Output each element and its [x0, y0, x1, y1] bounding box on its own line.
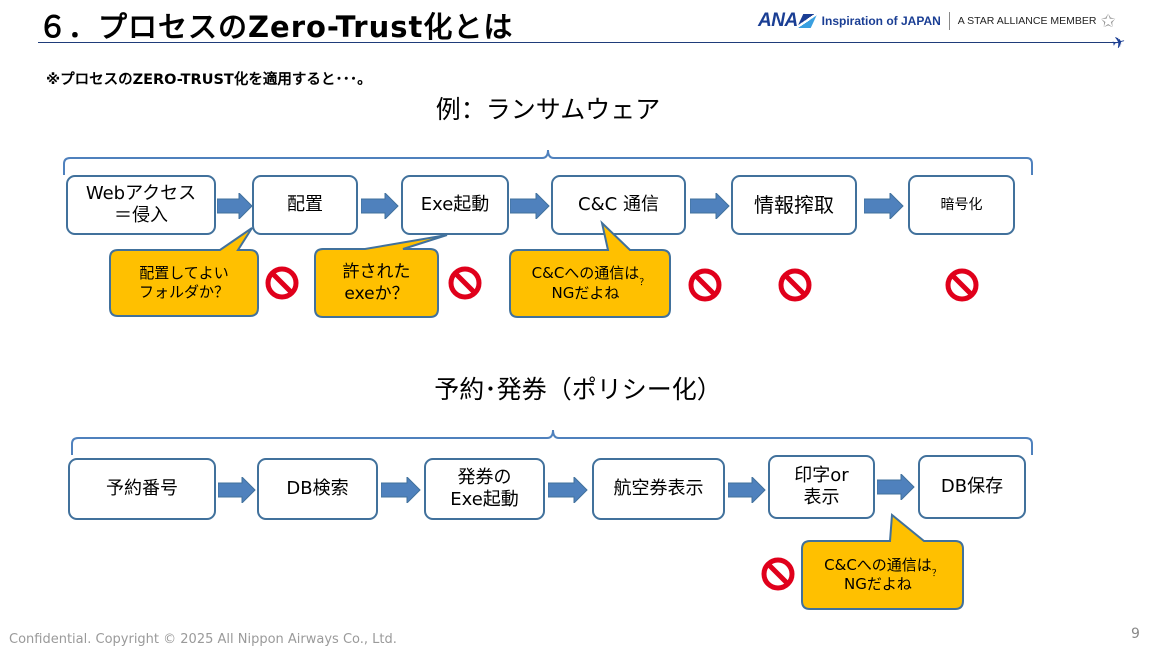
- callout-cc-ng-2-suffix: ？: [931, 569, 941, 580]
- callout-cc-ng-2-main: C&Cへの通信は NGだよね: [824, 555, 932, 594]
- prohibited-icon: [448, 266, 482, 300]
- step-data-exfiltration: 情報搾取: [731, 175, 857, 235]
- footer-copyright: Confidential. Copyright © 2025 All Nippo…: [9, 632, 397, 647]
- section1-title: 例：ランサムウェア: [435, 95, 661, 124]
- flow-arrow: [381, 477, 421, 503]
- prohibited-icon: [265, 266, 299, 300]
- callout-cc-ng-2: [801, 513, 964, 610]
- step-cc-communication: C&C 通信: [551, 175, 686, 235]
- flow-arrow: [361, 193, 399, 219]
- callout-cc-ng-1: [509, 219, 671, 318]
- step-web-access: Webアクセス ＝侵入: [66, 175, 216, 235]
- callout-allowed-exe: [314, 234, 448, 318]
- step-exe-launch: Exe起動: [401, 175, 509, 235]
- callout-cc-ng-1-suffix: ？: [639, 277, 649, 288]
- logo-separator: [948, 12, 950, 30]
- section2-title: 予約･発券（ポリシー化）: [434, 375, 722, 404]
- flow-arrow: [877, 474, 915, 500]
- flow-arrow: [510, 193, 550, 219]
- prohibited-icon: [778, 268, 812, 302]
- flow-arrow: [548, 477, 588, 503]
- logo-tagline: Inspiration of JAPAN: [821, 14, 941, 28]
- title-underline: [38, 42, 1118, 43]
- flow-arrow: [218, 477, 256, 503]
- step-reservation-number: 予約番号: [68, 458, 216, 520]
- callout-deploy-folder: [109, 227, 259, 317]
- star-alliance-icon: ✩: [1100, 10, 1116, 32]
- flow-arrow: [690, 193, 730, 219]
- prohibited-icon: [688, 268, 722, 302]
- prohibited-icon: [761, 557, 795, 591]
- ana-logo: ANA Inspiration of JAPAN A STAR ALLIANCE…: [758, 10, 1116, 32]
- section1-bracket: [63, 149, 1033, 175]
- prohibited-icon: [945, 268, 979, 302]
- callout-deploy-folder-text: 配置してよい フォルダか？: [138, 263, 229, 302]
- page-title: ６．プロセスのZero-Trust化とは: [38, 10, 514, 44]
- step-db-search: DB検索: [257, 458, 378, 520]
- callout-cc-ng-1-text: C&Cへの通信は NGだよね？: [510, 250, 670, 317]
- subheading: ※プロセスのZERO-TRUST化を適用すると･･･。: [46, 72, 372, 88]
- step-deploy: 配置: [252, 175, 358, 235]
- callout-cc-ng-2-text: C&Cへの通信は NGだよね？: [802, 541, 963, 609]
- flow-arrow: [728, 477, 766, 503]
- step-encryption: 暗号化: [908, 175, 1015, 235]
- logo-alliance: A STAR ALLIANCE MEMBER: [957, 15, 1097, 27]
- logo-brand: ANA: [758, 10, 798, 31]
- callout-allowed-exe-text: 許された exeか？: [342, 261, 411, 304]
- flow-arrow: [864, 193, 904, 219]
- step-ticket-display: 航空券表示: [592, 458, 725, 520]
- step-ticket-exe-launch: 発券の Exe起動: [424, 458, 545, 520]
- section2-bracket: [71, 429, 1033, 455]
- page-number: 9: [1131, 626, 1140, 642]
- step-db-save: DB保存: [918, 455, 1026, 519]
- step-print-or-display: 印字or 表示: [768, 455, 875, 519]
- flow-arrow: [217, 193, 253, 219]
- callout-cc-ng-1-main: C&Cへの通信は NGだよね: [531, 264, 640, 302]
